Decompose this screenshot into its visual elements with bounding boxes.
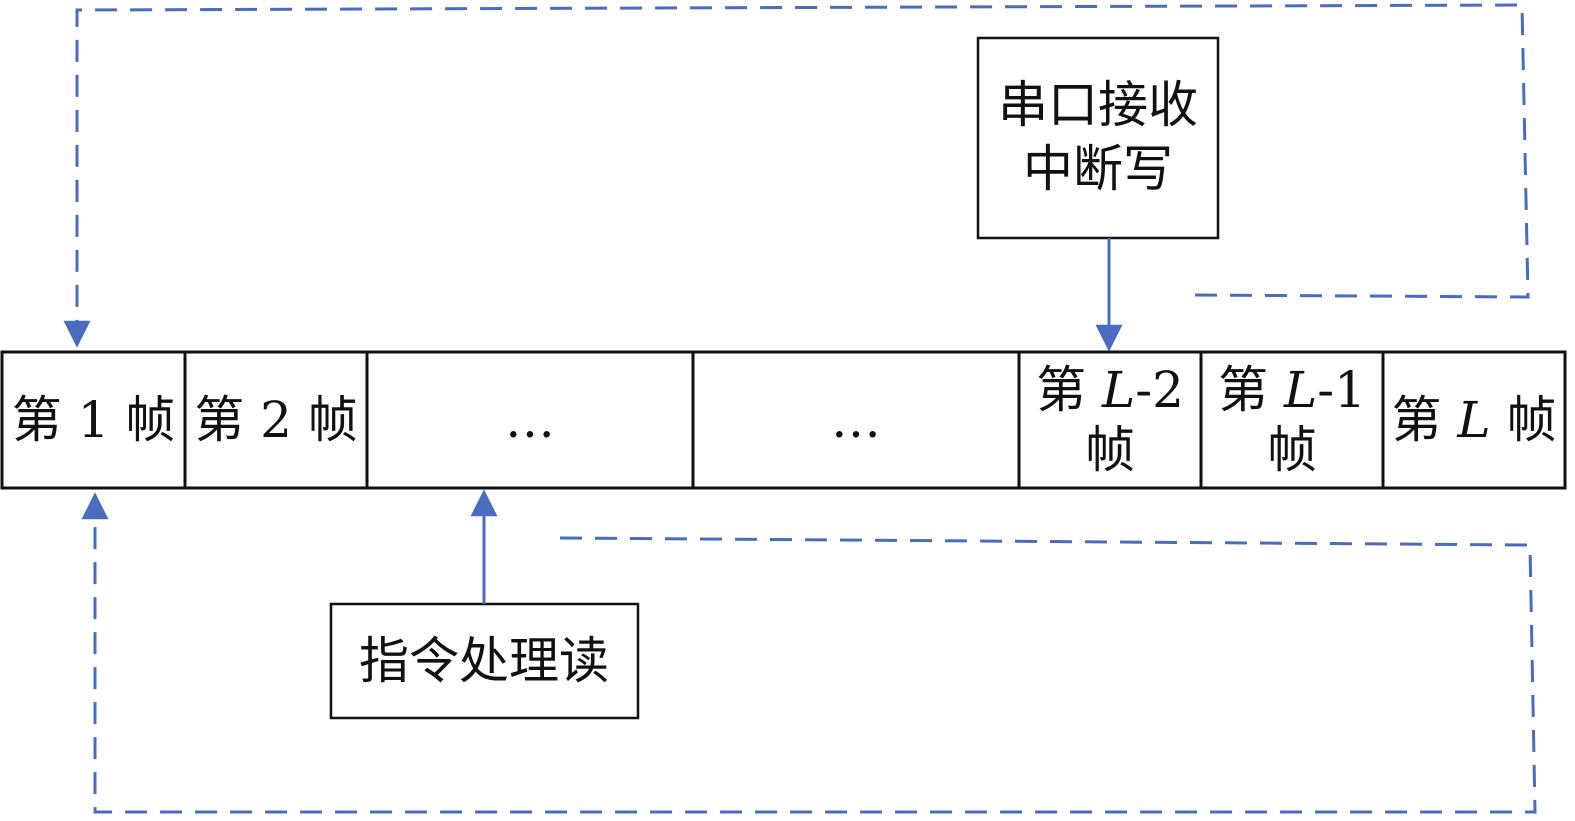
bottom-wrap-dashed-arrow	[81, 492, 1537, 814]
frame-label-segment: 第	[1391, 391, 1457, 449]
serial-write-box: 串口接收 中断写	[976, 36, 1220, 240]
command-read-box: 指令处理读	[329, 602, 640, 720]
frame-6-label-line-1: 第 L-1	[1218, 361, 1366, 419]
frame-label-segment: 帧	[1085, 421, 1135, 479]
frame-2-label-line-1: 第 2 帧	[194, 391, 358, 449]
frame-label-segment: 第 1 帧	[12, 391, 176, 449]
frame-label-segment: 第	[1218, 361, 1284, 419]
top-wrap-dashed-arrow	[63, 3, 1530, 348]
serial-write-label-line1: 串口接收	[998, 76, 1198, 134]
frame-5-label-line-1: 第 L-2	[1036, 361, 1184, 419]
command-read-label: 指令处理读	[359, 632, 609, 690]
frame-6-label-line-2: 帧	[1267, 421, 1317, 479]
frame-7-label-line-1: 第 L 帧	[1391, 391, 1556, 449]
frame-buffer: 第 1 帧第 2 帧……第 L-2帧第 L-1帧第 L 帧	[0, 350, 1567, 490]
frame-1-label-line-1: 第 1 帧	[12, 391, 176, 449]
frame-label-segment: …	[831, 391, 881, 449]
frame-label-segment: 第 2 帧	[194, 391, 358, 449]
serial-write-label-line2: 中断写	[1023, 140, 1173, 198]
frame-label-segment: 帧	[1491, 391, 1557, 449]
frame-4-label-line-1: …	[831, 391, 881, 449]
frame-label-segment: -1	[1317, 361, 1366, 419]
frame-label-segment: …	[505, 391, 555, 449]
frame-label-segment: -2	[1135, 361, 1184, 419]
frame-label-segment: 帧	[1267, 421, 1317, 479]
frame-label-segment: L	[1101, 361, 1135, 419]
frame-5-label-line-2: 帧	[1085, 421, 1135, 479]
buffer-outline	[0, 350, 1567, 490]
frame-3-label-line-1: …	[505, 391, 555, 449]
frame-label-segment: L	[1456, 391, 1490, 449]
frame-label-segment: 第	[1036, 361, 1102, 419]
frame-label-segment: L	[1283, 361, 1317, 419]
